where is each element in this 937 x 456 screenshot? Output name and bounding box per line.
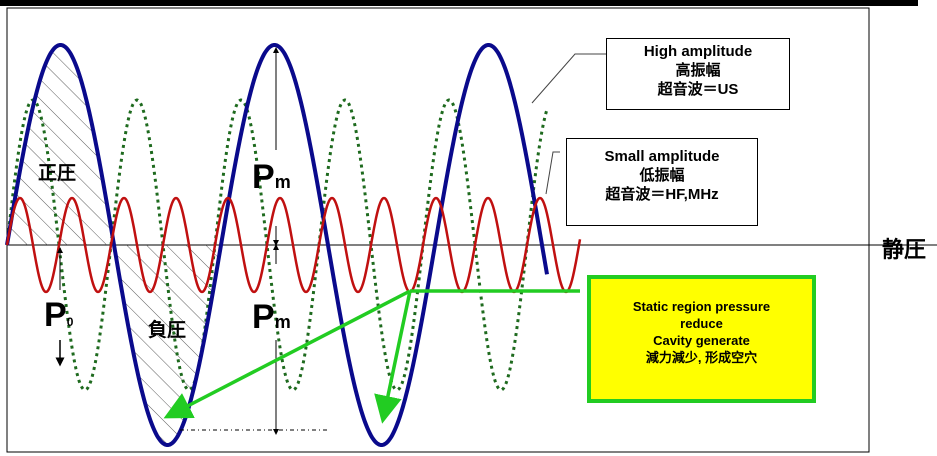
pm-main: P	[252, 298, 275, 336]
callout-line: Small amplitude	[604, 148, 720, 165]
static-pressure-label: 静圧	[882, 237, 927, 262]
callout-line: Static region pressure	[632, 299, 771, 314]
pm-main: P	[252, 158, 275, 196]
callout-line: 超音波＝HF,MHz	[605, 186, 719, 203]
cavity-callout: Static region pressure reduce Cavity gen…	[587, 275, 816, 403]
top-bar	[0, 0, 918, 6]
positive-pressure-label: 正圧	[38, 163, 77, 184]
negative-pressure-label: 負圧	[148, 320, 187, 341]
pm-lower-label: Pm	[252, 300, 291, 334]
callout-line: High amplitude	[643, 43, 753, 60]
callout-line: reduce	[680, 316, 723, 331]
pm-sub: m	[274, 172, 291, 192]
callout-line: Cavity generate	[653, 333, 750, 348]
callout-line: 減力減少, 形成空穴	[645, 350, 758, 365]
callout-line: 超音波＝US	[657, 81, 739, 98]
pm-upper-label: Pm	[252, 160, 291, 194]
high-amplitude-callout: High amplitude 高振幅 超音波＝US	[606, 38, 790, 110]
small-amplitude-wave	[5, 196, 582, 294]
callout-line: 低振幅	[639, 167, 685, 184]
pm-sub: m	[274, 312, 291, 332]
high-amplitude-wave	[5, 43, 549, 447]
p0-main: P	[44, 296, 67, 334]
p0-label: P0	[44, 298, 73, 332]
callout-line: 高振幅	[675, 62, 721, 79]
p0-sub: 0	[66, 315, 74, 329]
small-amplitude-callout: Small amplitude 低振幅 超音波＝HF,MHz	[566, 138, 758, 226]
